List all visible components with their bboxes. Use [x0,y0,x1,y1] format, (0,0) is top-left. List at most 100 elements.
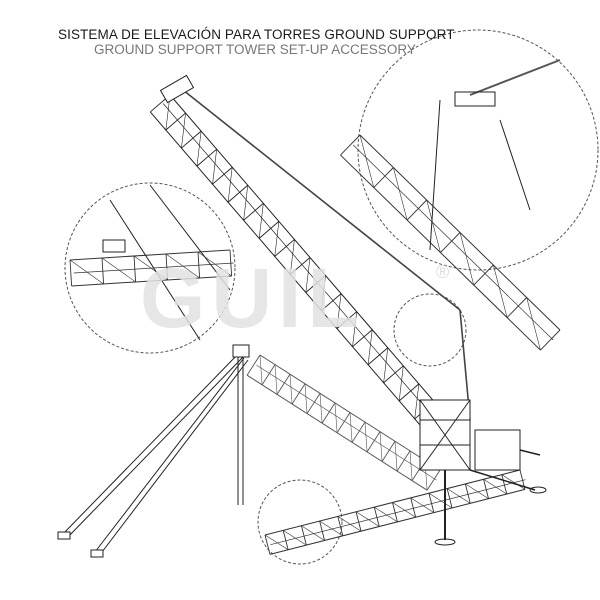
main-truss-rung [258,221,280,239]
main-truss-brace [227,167,233,203]
base-truss-rung [264,534,271,555]
lower-truss-brace [379,431,383,462]
base-truss-rung [483,479,489,499]
lower-truss-chord [256,364,437,481]
main-truss-brace [352,311,357,347]
detail-left-truss-rung [229,249,233,276]
lower-truss-rung [246,354,261,376]
watermark-logo: GUIL [140,251,365,345]
base-truss-brace [501,474,526,490]
main-truss-rung [352,329,373,348]
detail-top-truss-rung [506,297,527,318]
detail-top-clamp [454,91,496,107]
base-truss-rung [446,488,453,509]
outrigger-leg [469,469,536,491]
main-truss-brace [383,347,389,383]
support-pole [94,357,245,553]
lower-truss-rung [306,393,321,414]
main-truss-brace [290,239,295,275]
main-truss-brace [398,365,404,401]
lower-truss-brace [259,354,263,385]
detail-top-truss-brace [359,134,375,188]
lower-truss-rung [381,441,396,462]
main-truss-brace [212,149,217,185]
detail-top-truss-rung [473,264,494,286]
detail-top-truss-brace [459,232,475,286]
detail-top-truss-brace [526,297,541,351]
lift-chain [182,89,461,311]
main-truss-rung [274,239,295,257]
base-truss-rung [501,474,508,495]
main-truss-brace [274,221,280,257]
support-pole [98,359,249,557]
detail-top-truss-rung [340,134,361,156]
detail-top-truss-brace [426,199,441,253]
base-truss-rung [392,502,398,522]
main-truss-brace [336,293,342,329]
detail-top-truss-rung [440,232,461,253]
pole-foot [57,531,71,540]
base-truss-brace [465,483,489,499]
page-title: SISTEMA DE ELEVACIÓN PARA TORRES GROUND … [58,27,455,42]
detail-circle-top [357,29,599,271]
base-truss-brace [355,511,380,527]
detail-top-truss-brace [493,264,508,318]
detail-circle-small [393,293,467,367]
main-truss-rung [305,275,326,293]
main-truss-brace [305,257,311,293]
main-truss-rung [196,148,217,167]
main-truss-brace [181,113,186,149]
base-truss-brace [483,479,507,495]
lower-truss-rung [321,402,336,424]
main-truss-brace [258,203,264,239]
detail-circle-base [257,479,343,565]
base-truss-brace [446,488,471,504]
foot-plate [529,486,547,494]
main-truss-brace [243,185,249,221]
base-truss-brace [410,497,435,513]
lower-truss-rung [336,412,351,433]
detail-left-bar [149,184,231,291]
lower-truss-brace [349,412,353,443]
base-truss-brace [337,516,362,532]
base-truss-rung [410,497,417,518]
detail-top-truss-rung [406,199,427,221]
main-truss-brace [414,383,420,419]
tower-line [419,399,471,471]
winch-box [474,429,521,471]
base-truss-rung [282,530,289,550]
support-pole [61,351,241,536]
detail-left-truss-rung [165,253,169,280]
main-truss-rung [398,383,420,402]
detail-left-clamp [102,239,126,253]
lower-truss-brace [319,393,323,424]
lower-truss-brace [274,364,278,395]
base-truss-rung [428,493,435,513]
detail-top-truss-chord [352,144,554,341]
main-truss-brace [321,275,326,311]
detail-left-truss-rung [69,259,73,286]
base-truss-brace [264,534,289,550]
base-truss-brace [392,502,416,518]
base-truss-chord [270,479,526,546]
base-truss-brace [301,525,325,541]
main-truss-rung [181,130,202,149]
outrigger-leg [519,449,541,456]
lower-truss-brace [364,422,368,452]
main-truss-rung [243,202,264,221]
support-pole [65,355,245,540]
lower-truss-rung [426,469,441,491]
pole-foot [90,549,104,558]
detail-left-truss-chord [71,275,232,287]
lower-truss-rung [351,421,366,443]
base-truss-rung [337,516,344,536]
detail-left-bar [109,199,201,341]
truss-head-pulley [159,74,195,104]
lower-truss-brace [304,383,308,414]
pole-clamp [232,344,250,358]
main-truss-brace [196,131,202,167]
main-truss-rung [290,257,311,275]
detail-left-truss-brace [101,257,136,283]
detail-left-truss-brace [69,259,104,285]
